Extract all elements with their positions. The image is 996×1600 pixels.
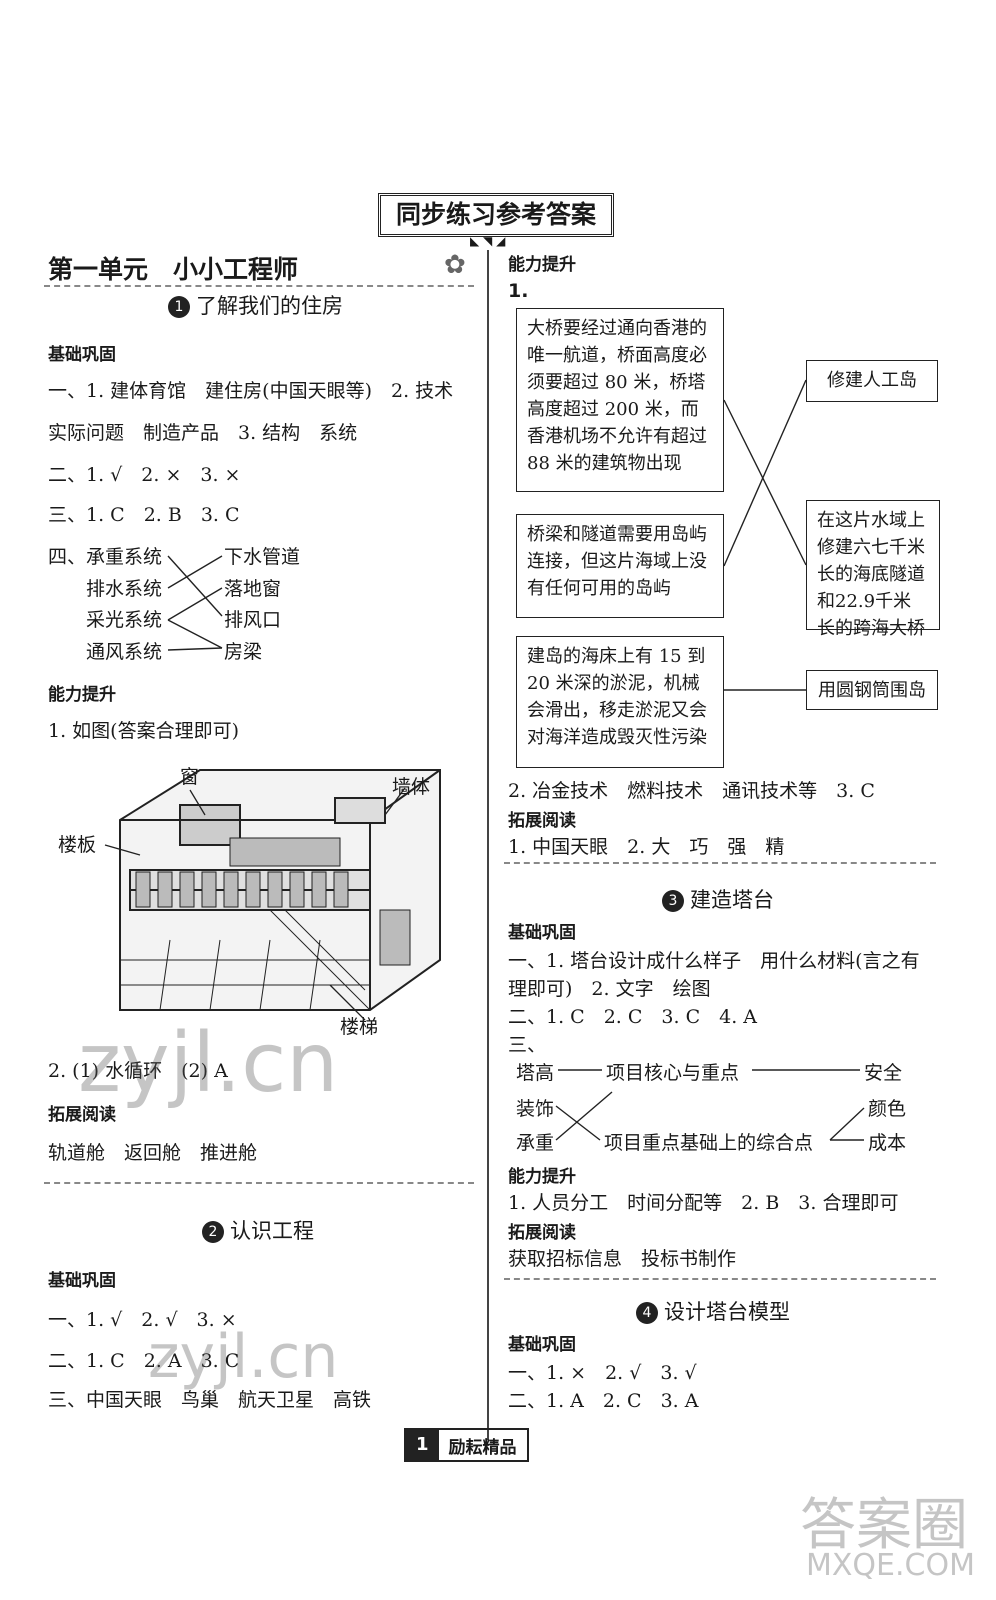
brand-name: 励耘精品 [448,1437,517,1458]
match-left-3: 采光系统 [86,609,163,631]
lesson-number-icon: 3 [662,890,684,912]
ability-label: 能力提升 [48,685,116,705]
unit-title: 第一单元 小小工程师 [48,255,299,284]
match-left-4: 通风系统 [86,641,163,663]
l4-q2: 二、1. A 2. C 3. A [508,1390,699,1412]
l3-ext: 获取招标信息 投标书制作 [508,1248,737,1270]
footer-badge: 1 励耘精品 [404,1428,529,1462]
fig-label-window: 窗 [180,766,200,788]
l1-ability2: 2. (1) 水循环 (2) A [48,1060,228,1082]
reason-box-2: 桥梁和隧道需要用岛屿连接，但这片海域上没有任何可用的岛屿 [516,514,724,618]
ext-label: 拓展阅读 [508,811,576,831]
match-right-4: 房梁 [224,641,263,663]
map-d: 装饰 [516,1098,555,1120]
basic-label: 基础巩固 [508,923,576,943]
banner-ornament: ◣ ◥ ◢ [470,234,506,248]
divider [44,285,474,287]
l3-q1-line1: 一、1. 塔台设计成什么样子 用什么材料(言之有 [508,950,920,972]
lesson-number-icon: 4 [636,1302,658,1324]
page-title: 同步练习参考答案 [378,193,614,237]
map-c: 安全 [864,1062,903,1084]
column-divider [487,250,489,1440]
l1-q4-prefix: 四、 [48,546,87,568]
lesson2-title: 认识工程 [230,1219,314,1243]
rc-q1-num: 1. [508,280,529,302]
match-right-2: 落地窗 [224,578,282,600]
l3-q1-line2: 理即可) 2. 文字 绘图 [508,978,711,1000]
ability-label: 能力提升 [508,255,576,275]
l1-q3: 三、1. C 2. B 3. C [48,504,240,526]
l2-q1: 一、1. √ 2. √ 3. × [48,1309,237,1331]
l3-ability: 1. 人员分工 时间分配等 2. B 3. 合理即可 [508,1192,899,1214]
fig-label-wall: 墙体 [392,776,431,798]
l1-ability1: 1. 如图(答案合理即可) [48,720,239,742]
watermark-1: zyjl.cn [78,1016,339,1111]
match-left-1: 承重系统 [86,546,163,568]
l2-q3: 三、中国天眼 鸟巢 航天卫星 高铁 [48,1389,372,1411]
fig-label-floor: 楼板 [58,834,97,856]
reason-box-3: 建岛的海床上有 15 到 20 米深的淤泥，机械会滑出，移走淤泥又会对海洋造成毁… [516,636,724,768]
fig-label-stairs: 楼梯 [340,1016,379,1038]
match-right-1: 下水管道 [224,546,301,568]
match-left-2: 排水系统 [86,578,163,600]
solution-box-3: 用圆钢筒围岛 [806,670,938,710]
l1-q1-line1: 一、1. 建体育馆 建住房(中国天眼等) 2. 技术 [48,380,454,402]
lesson2-heading: 2 认识工程 [202,1215,314,1245]
reason-box-1: 大桥要经过通向香港的唯一航道，桥面高度必须要超过 80 米，桥塔高度超过 200… [516,308,724,492]
ability-label: 能力提升 [508,1167,576,1187]
map-e: 颜色 [868,1098,907,1120]
l2-q2: 二、1. C 2. A 3. C [48,1350,240,1372]
star-icon: ✿ [444,250,466,280]
basic-label: 基础巩固 [48,345,116,365]
lesson3-heading: 3 建造塔台 [662,884,774,914]
lesson4-title: 设计塔台模型 [664,1300,790,1324]
divider [504,1278,936,1280]
lesson1-heading: 1 了解我们的住房 [168,290,343,320]
rc-ext: 1. 中国天眼 2. 大 巧 强 精 [508,836,785,858]
match-right-3: 排风口 [224,609,282,631]
l3-q3: 三、 [508,1034,547,1056]
lesson1-title: 了解我们的住房 [196,294,343,318]
lesson4-heading: 4 设计塔台模型 [636,1296,790,1326]
solution-box-2: 在这片水域上修建六七千米长的海底隧道和22.9千米长的跨海大桥 [806,500,940,639]
watermark-4: MXQE.COM [806,1548,975,1583]
lesson-number-icon: 2 [202,1221,224,1243]
l1-ext: 轨道舱 返回舱 推进舱 [48,1142,258,1164]
watermark-2: zyjl.cn [148,1322,339,1392]
ext-label: 拓展阅读 [48,1105,116,1125]
map-h: 成本 [868,1132,907,1154]
solution-box-1: 修建人工岛 [806,360,938,402]
map-b: 项目核心与重点 [606,1062,740,1084]
page-number: 1 [406,1430,439,1460]
l1-q1-line2: 实际问题 制造产品 3. 结构 系统 [48,422,358,444]
house-figure [104,769,441,1021]
map-a: 塔高 [516,1062,555,1084]
map-g: 项目重点基础上的综合点 [604,1132,814,1154]
map-f: 承重 [516,1132,555,1154]
rc-q2: 2. 冶金技术 燃料技术 通讯技术等 3. C [508,780,875,802]
lesson-number-icon: 1 [168,296,190,318]
l1-q2: 二、1. √ 2. × 3. × [48,464,241,486]
lesson3-title: 建造塔台 [690,888,774,912]
basic-label: 基础巩固 [48,1271,116,1291]
ext-label: 拓展阅读 [508,1223,576,1243]
divider [44,1182,474,1184]
divider [504,862,936,864]
l3-q2: 二、1. C 2. C 3. C 4. A [508,1006,758,1028]
l4-q1: 一、1. × 2. √ 3. √ [508,1362,697,1384]
watermark-3: 答案圈 [800,1493,968,1558]
basic-label: 基础巩固 [508,1335,576,1355]
